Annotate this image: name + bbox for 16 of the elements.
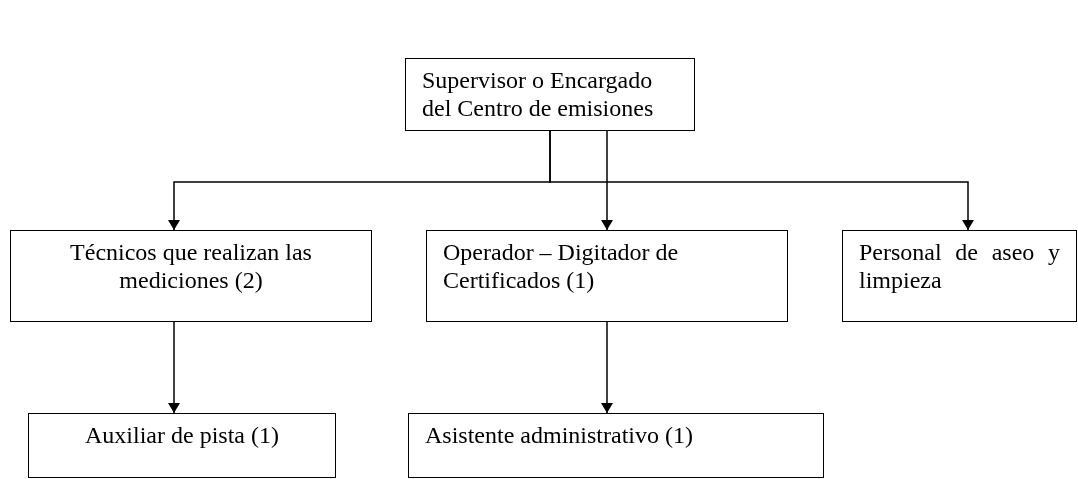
role-label: Operador – Digitador de Certificados (1) bbox=[443, 239, 680, 295]
role-label: Asistente administrativo (1) bbox=[425, 422, 694, 450]
role-label: Técnicos que realizan las mediciones (2) bbox=[69, 239, 313, 295]
org-box bbox=[28, 413, 336, 478]
arrow bbox=[549, 130, 974, 231]
role-label: Supervisor o Encargado del Centro de emisiones bbox=[422, 67, 655, 123]
org-box bbox=[10, 230, 372, 322]
arrow bbox=[168, 321, 180, 414]
org-box bbox=[426, 230, 788, 322]
arrow bbox=[601, 130, 613, 231]
org-box bbox=[842, 230, 1077, 322]
org-box bbox=[405, 58, 695, 131]
org-box bbox=[408, 413, 824, 478]
role-label: Personal de aseo y limpieza bbox=[859, 239, 1060, 295]
arrow bbox=[601, 321, 613, 414]
role-label: Auxiliar de pista (1) bbox=[84, 422, 280, 450]
